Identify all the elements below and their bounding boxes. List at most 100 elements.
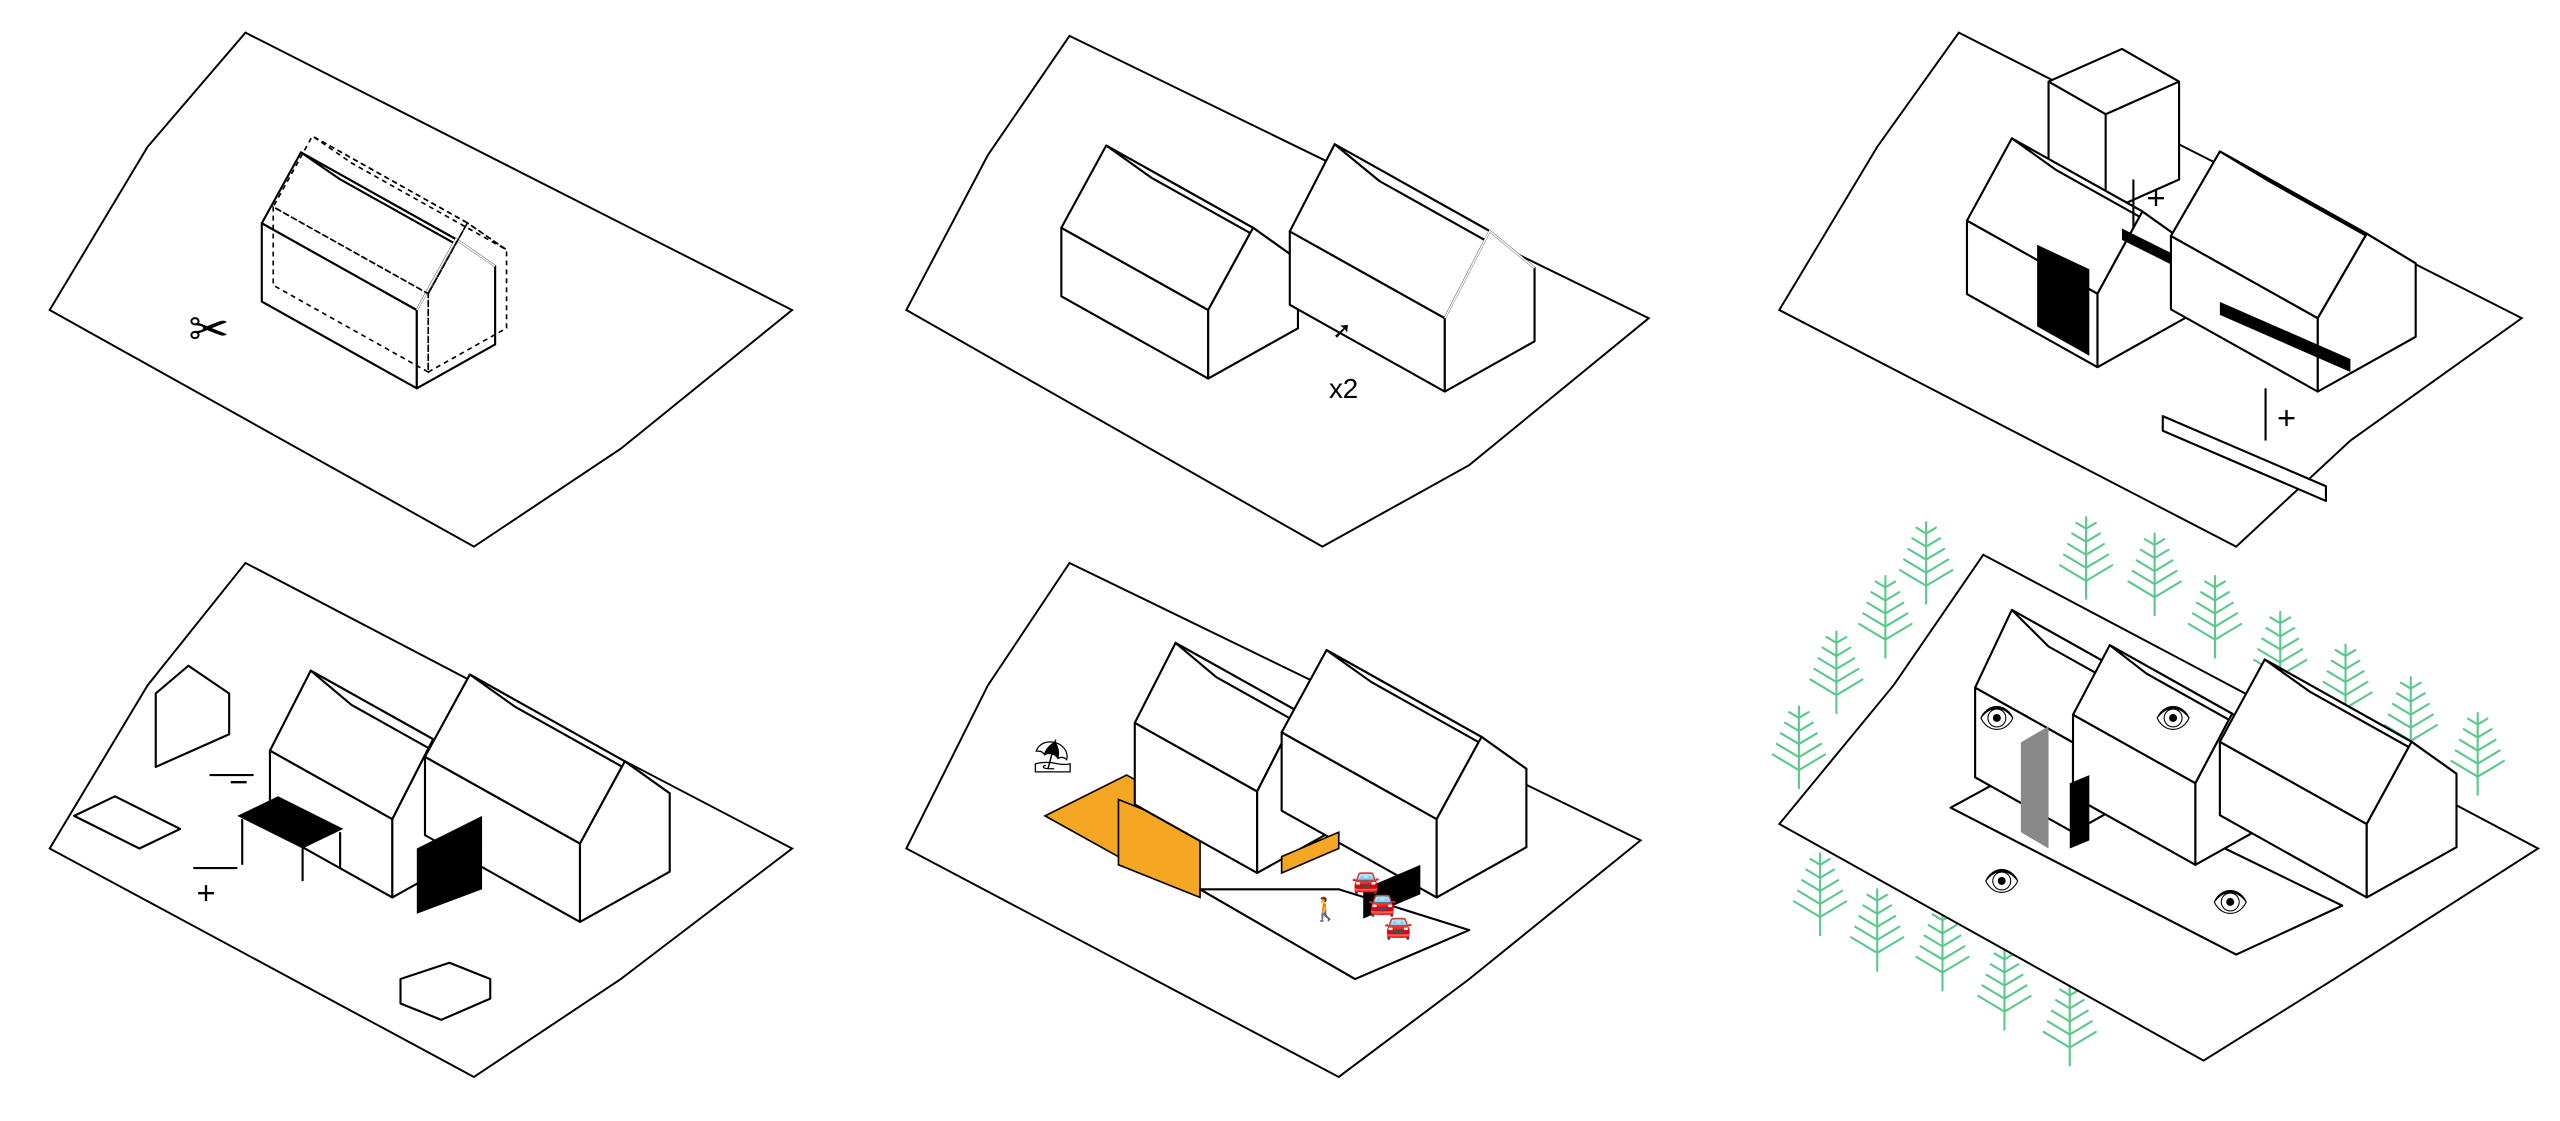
cube-edge <box>2048 80 2107 116</box>
tree-branch <box>1779 732 1818 746</box>
tree-branch <box>2391 702 2430 716</box>
plus-label-bottom: + <box>2277 399 2296 436</box>
gable-end <box>2365 740 2458 899</box>
tree-branch <box>2187 622 2243 641</box>
tree-branch <box>2204 580 2226 589</box>
parking-area <box>1198 888 1471 981</box>
tree-branch <box>2195 601 2234 615</box>
house-volume <box>1288 143 1536 393</box>
tree-icon <box>1977 946 2032 1031</box>
tree-branch <box>2067 542 2106 557</box>
tree-branch <box>1825 635 1848 645</box>
gable-end <box>578 760 671 923</box>
minus-label: − <box>229 763 248 800</box>
tree-branch <box>2450 759 2505 778</box>
roof-strip <box>2219 301 2351 373</box>
tree-branch <box>1915 526 1938 535</box>
tree-branch <box>1915 955 1970 974</box>
panel-4-furnish: − + <box>48 561 794 1079</box>
tree-branch <box>1981 984 2028 1000</box>
tree-icon <box>2450 712 2505 796</box>
bench-volume <box>2161 415 2328 503</box>
eye-icon: 👁 <box>2155 702 2192 735</box>
tree-branch <box>1821 646 1852 658</box>
tree-branch <box>2257 648 2304 664</box>
table-black <box>237 796 344 849</box>
tree-branch <box>1813 667 1860 684</box>
tree-branch <box>1817 657 1856 671</box>
panel-3-add-volumes: + + <box>1777 31 2524 548</box>
tree-branch <box>1907 547 1946 561</box>
tree-icon <box>1858 574 1913 659</box>
car-icon: 🚘 <box>1352 868 1380 894</box>
tree-branch <box>2046 1020 2093 1036</box>
inserted-block <box>2037 244 2090 356</box>
tree-icon <box>2187 574 2243 659</box>
tree-branch <box>2075 521 2097 530</box>
tree-branch <box>1919 945 1966 961</box>
tree-branch <box>2322 680 2369 697</box>
car-icon: 🚘 <box>1384 914 1412 940</box>
tree-icon <box>2042 982 2097 1067</box>
tree-branch <box>2466 717 2489 726</box>
dashed-outline <box>272 134 508 374</box>
plus-label-top: + <box>2146 179 2165 216</box>
roof-strip <box>2121 228 2171 265</box>
shaded-void <box>2020 726 2049 849</box>
tree-branch <box>2139 548 2170 560</box>
tree-branch <box>1771 753 1827 772</box>
tree-icon <box>1850 888 1905 972</box>
tree-branch <box>1985 973 2024 987</box>
gable-end <box>1207 226 1300 380</box>
tree-icon <box>1792 852 1848 937</box>
car-icon: 🚘 <box>1368 891 1396 917</box>
tree-branch <box>1858 914 1897 929</box>
panel-5-site-program: 🚘🚘🚘🚶⛱ <box>905 561 1643 1079</box>
tree-branch <box>2334 649 2357 658</box>
tree-branch <box>1854 925 1901 942</box>
panel-1-cut: ✂ <box>48 31 794 548</box>
tree-branch <box>2395 692 2426 703</box>
tree-branch <box>2042 1030 2097 1049</box>
removed-gable-piece <box>154 664 231 768</box>
tree-branch <box>2330 659 2361 671</box>
gable-end <box>1435 735 1528 899</box>
tree-branch <box>2054 999 2085 1010</box>
panel-6-views: 👁👁👁👁 <box>1771 516 2541 1067</box>
cube-edge <box>2105 80 2180 116</box>
gable-end <box>2316 232 2417 393</box>
tree-branch <box>1862 612 1909 628</box>
tree-branch <box>1923 934 1962 948</box>
tree-branch <box>2399 681 2422 690</box>
tree-branch <box>2058 988 2081 997</box>
table-white <box>73 795 182 850</box>
tree-icon <box>1898 521 1954 605</box>
tree-branch <box>1797 889 1844 906</box>
roof-slope-right <box>311 135 508 251</box>
window-recess <box>416 815 483 914</box>
tree-branch <box>1898 569 1954 588</box>
tree-icon <box>1771 705 1827 790</box>
door-opening <box>2069 775 2090 849</box>
tree-branch <box>1801 879 1840 893</box>
ridge-highlight <box>416 238 496 311</box>
tree-branch <box>1792 900 1848 919</box>
arrow-icon: ➚ <box>1332 317 1351 343</box>
tree-branch <box>1858 622 1913 641</box>
tree-branch <box>2131 569 2178 586</box>
tree-branch <box>1783 721 1814 733</box>
side-wall <box>272 205 430 374</box>
house-volume <box>260 151 497 390</box>
tree-icon <box>2127 532 2182 617</box>
tree-branch <box>1809 857 1831 867</box>
tree-branch <box>1870 591 1901 602</box>
eye-icon: 👁 <box>2212 886 2249 919</box>
tree-branch <box>2261 637 2300 651</box>
tree-icon <box>2058 516 2114 600</box>
tree-branch <box>1775 742 1822 759</box>
pedestrian-icon: 🚶 <box>1311 896 1339 922</box>
tree-branch <box>2058 564 2114 583</box>
tree-icon <box>1809 630 1864 715</box>
panel-2-duplicate: x2 ➚ <box>905 34 1651 548</box>
